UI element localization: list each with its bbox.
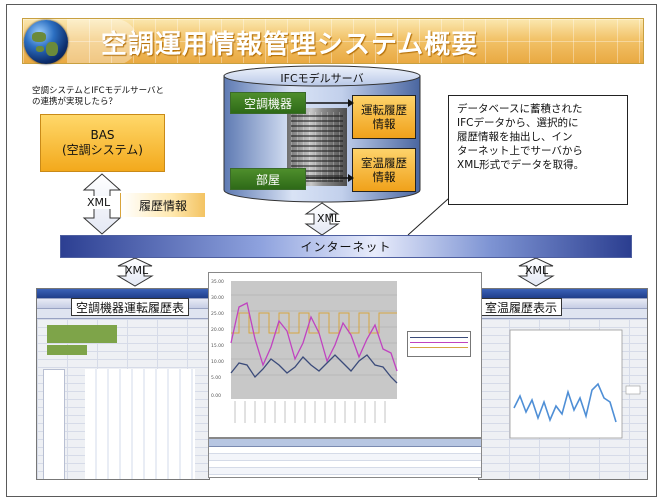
note-line-2: IFCデータから、選択的に — [457, 117, 579, 129]
history-info-tag: 履歴情報 — [120, 193, 205, 217]
caption-line-1: 空調システムとIFCモデルサーバと — [32, 86, 164, 96]
chart-plot-area — [231, 281, 397, 399]
title-banner: 空調運用情報管理システム概要 — [22, 18, 644, 64]
bas-box: BAS (空調システム) — [40, 114, 165, 172]
arrow-icon — [517, 257, 555, 287]
bas-sublabel: (空調システム) — [61, 143, 143, 157]
page-title: 空調運用情報管理システム概要 — [101, 30, 479, 60]
note-line-5: XML形式でデータを取得。 — [457, 159, 585, 171]
description-note: データベースに蓄積された IFCデータから、選択的に 履歴情報を抽出し、イン タ… — [448, 95, 628, 205]
caption-line-2: の連携が実現したら？ — [32, 97, 118, 107]
title-swoosh — [68, 19, 138, 63]
op-history-box: 運転履歴 情報 — [352, 95, 416, 139]
server-title: IFCモデルサーバ — [280, 72, 364, 85]
equipment-history-screenshot — [36, 288, 210, 480]
note-line-3: 履歴情報を抽出し、イン — [457, 131, 573, 143]
temp-history-line2: 情報 — [372, 170, 396, 184]
svg-text:35.00: 35.00 — [211, 279, 224, 285]
room-box: 部屋 — [230, 168, 306, 190]
chart-legend — [407, 331, 471, 357]
svg-text:15.00: 15.00 — [211, 343, 224, 349]
svg-text:5.00: 5.00 — [211, 375, 221, 381]
op-history-line2: 情報 — [372, 117, 396, 131]
title-grid-pattern — [23, 19, 643, 63]
internet-band: インターネット — [60, 235, 632, 258]
svg-text:25.00: 25.00 — [211, 311, 224, 317]
svg-text:20.00: 20.00 — [211, 327, 224, 333]
svg-text:10.00: 10.00 — [211, 359, 224, 365]
panel-title-temperature: 室温履歴表示 — [480, 298, 563, 316]
globe-icon — [24, 20, 68, 64]
op-history-line1: 運転履歴 — [361, 103, 407, 117]
svg-text:30.00: 30.00 — [211, 295, 224, 301]
temperature-chart-thumbnail — [509, 329, 641, 439]
xml-label-left: XML — [125, 264, 149, 277]
xml-label-server: XML — [317, 212, 341, 225]
bas-label: BAS — [90, 128, 115, 142]
note-line-1: データベースに蓄積された — [457, 103, 583, 115]
svg-text:0.00: 0.00 — [211, 393, 221, 399]
note-line-4: ターネット上でサーバから — [457, 145, 583, 157]
panel-title-equipment: 空調機器運転履歴表 — [71, 298, 190, 316]
arrow-icon — [116, 257, 154, 287]
xml-label-right: XML — [525, 264, 549, 277]
temp-history-line1: 室温履歴 — [361, 156, 407, 170]
history-data-table — [208, 438, 482, 478]
slide-frame — [6, 4, 657, 497]
temp-history-box: 室温履歴 情報 — [352, 148, 416, 192]
xml-label-bas: XML — [86, 196, 112, 209]
equipment-box: 空調機器 — [230, 92, 306, 114]
spreadsheet-grid — [37, 319, 209, 479]
history-line-chart: 35.00 30.00 25.00 20.00 15.00 10.00 5.00 0.00 — [211, 279, 398, 423]
history-chart-screenshot: 35.00 30.00 25.00 20.00 15.00 10.00 5.00 0.00 — [208, 272, 482, 438]
